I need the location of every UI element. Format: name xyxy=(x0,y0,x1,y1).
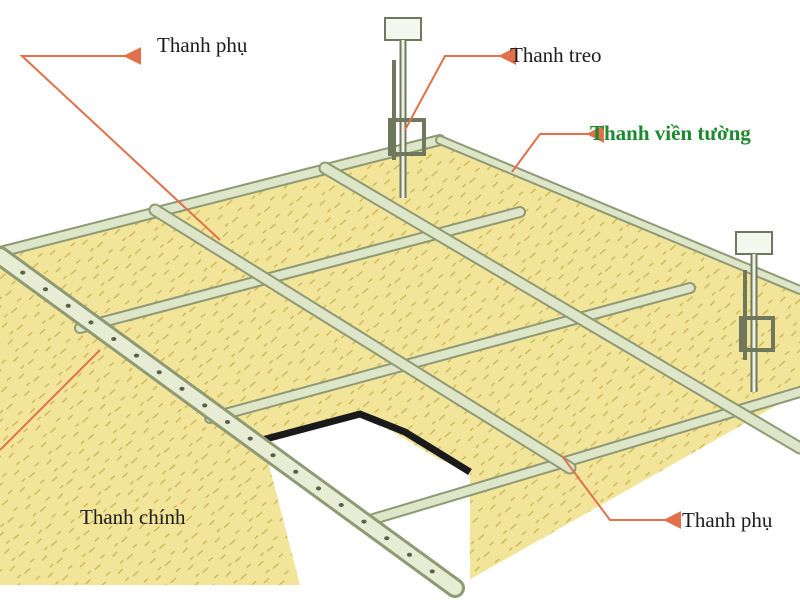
rail-hole xyxy=(65,303,71,308)
hanger-bracket xyxy=(384,17,422,41)
arrow-thanh-chinh xyxy=(0,349,101,451)
hanger-rod-right xyxy=(735,231,775,392)
rail-hole xyxy=(315,486,322,491)
label-thanh-vien-tuong: Thanh viền tường xyxy=(590,121,751,145)
rail-hole xyxy=(179,386,185,391)
rail-hole xyxy=(20,270,26,275)
label-thanh-treo: Thanh treo xyxy=(510,43,602,67)
rail-hole xyxy=(293,469,299,474)
open-cell-dark-edge xyxy=(261,410,472,475)
arrow-thanh-vien-tuong xyxy=(511,125,605,173)
rail-hole xyxy=(156,370,162,375)
rail-hole xyxy=(224,420,231,424)
arrow-thanh-phu-top xyxy=(19,47,221,241)
cross-tee xyxy=(74,206,526,334)
leader-arrows xyxy=(0,47,682,529)
rail-holes xyxy=(20,270,435,574)
label-thanh-chinh: Thanh chính xyxy=(80,505,186,529)
cross-tee xyxy=(204,282,696,424)
front-main-tee xyxy=(0,246,465,598)
hanger-clip xyxy=(388,118,426,156)
arrow-thanh-phu-bottom xyxy=(561,455,682,529)
hanger-clip xyxy=(739,316,775,352)
rail-hole xyxy=(384,536,390,541)
rail-hole xyxy=(88,320,94,325)
rail-hole xyxy=(338,503,344,507)
label-thanh-phu-bottom: Thanh phụ xyxy=(682,508,773,532)
hanger-bracket xyxy=(735,231,773,255)
cross-tee xyxy=(0,134,446,258)
rail-hole xyxy=(429,569,435,574)
rail-hole xyxy=(270,453,276,458)
rail-hole xyxy=(361,519,367,524)
rail-hole xyxy=(202,403,208,408)
rail-hole xyxy=(111,337,117,341)
open-cell xyxy=(262,412,470,585)
cross-tee xyxy=(364,386,800,526)
rail-hole xyxy=(406,552,413,557)
rail-hole xyxy=(247,436,253,441)
hanger-rod-left xyxy=(384,17,426,198)
rail-hole xyxy=(42,287,49,292)
main-tees xyxy=(148,161,800,475)
main-tee xyxy=(148,203,577,475)
cross-tees xyxy=(0,134,800,526)
rail-hole xyxy=(133,353,140,358)
wall-angle-right xyxy=(435,135,800,295)
arrow-thanh-treo xyxy=(404,47,517,131)
main-tee xyxy=(318,161,800,455)
label-thanh-phu-top: Thanh phụ xyxy=(157,33,248,57)
